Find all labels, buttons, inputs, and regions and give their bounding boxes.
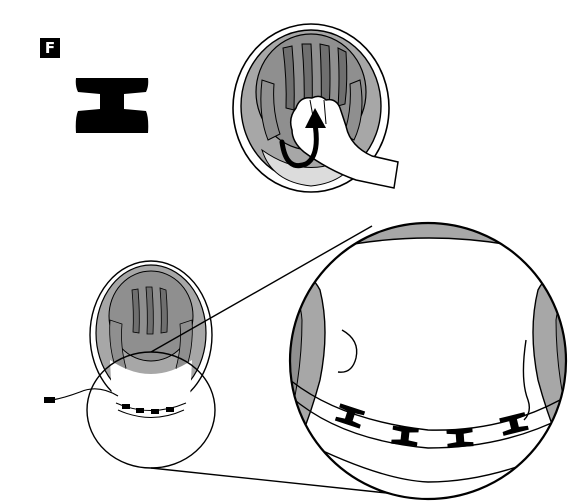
helmet-top-illustration	[233, 24, 398, 192]
h-shaped-clip-icon	[76, 78, 149, 133]
helmet-small-illustration	[44, 261, 212, 418]
